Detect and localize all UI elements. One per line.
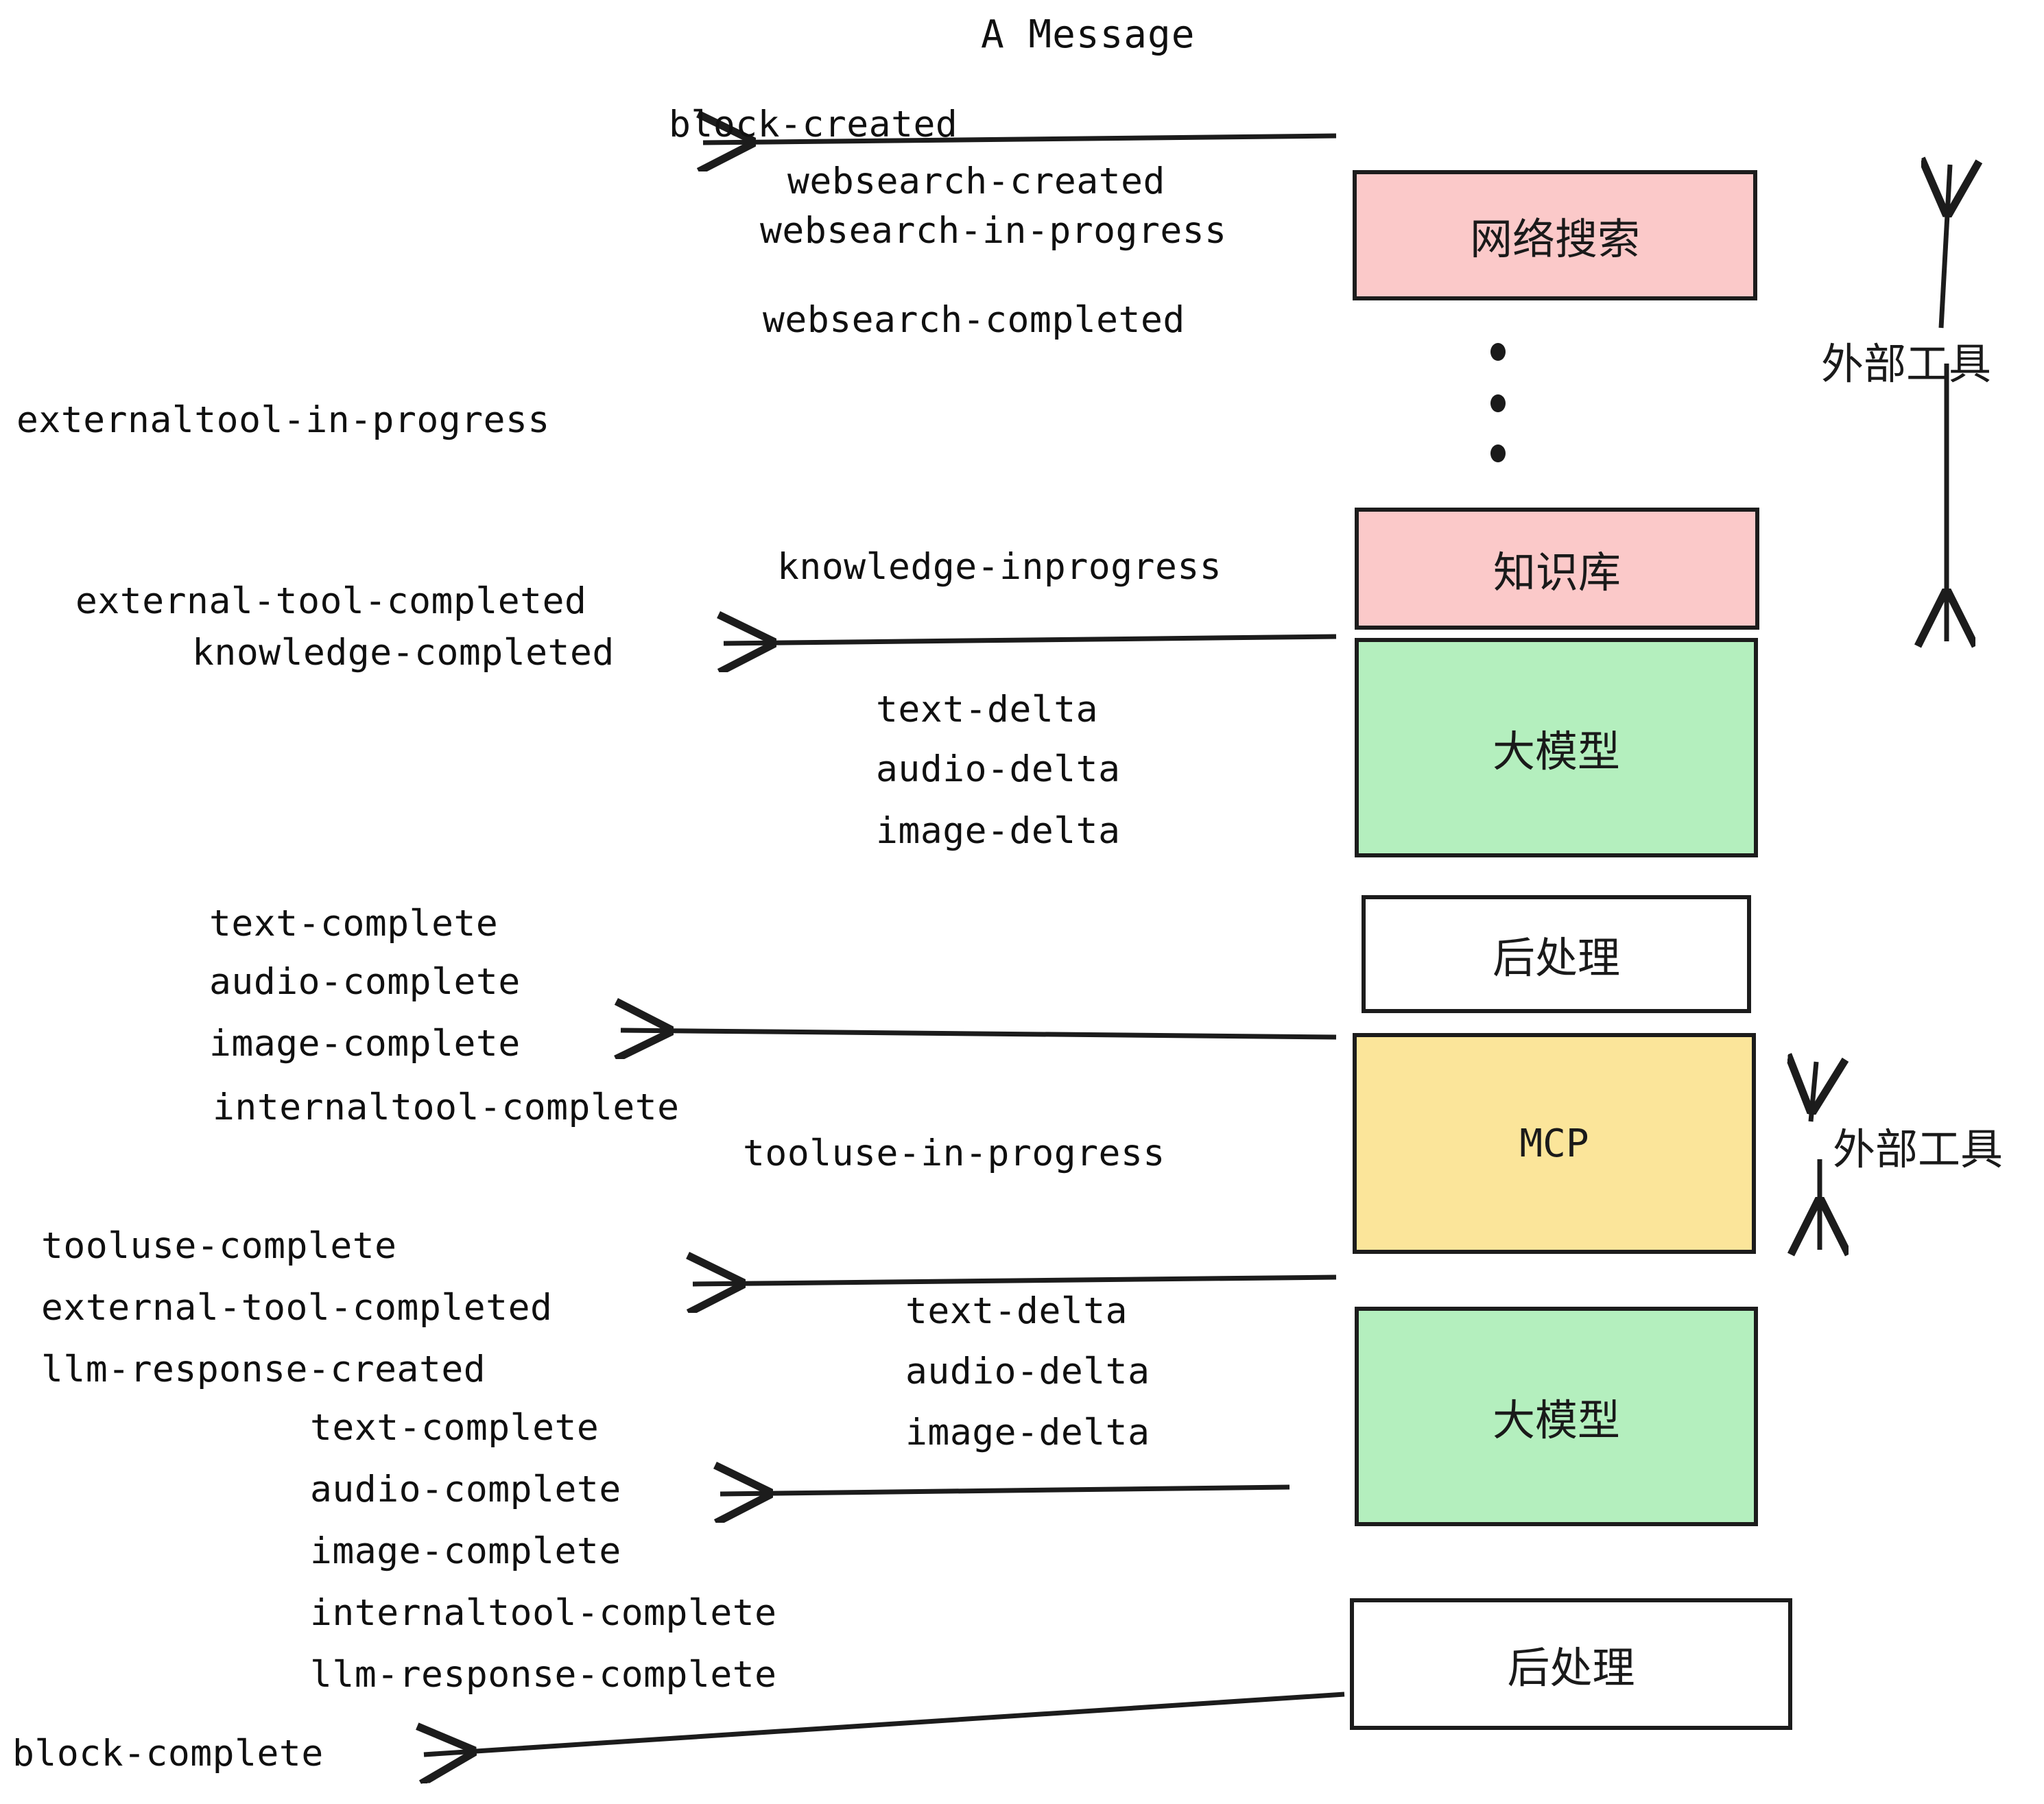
- event-external-tool-completed-2: external-tool-completed: [41, 1287, 553, 1329]
- arrow-llm-to-audio-complete: [720, 1487, 1290, 1494]
- node-mcp[interactable]: MCP: [1353, 1033, 1756, 1254]
- event-text-complete-2: text-complete: [310, 1407, 599, 1449]
- arrow-external-tools-up-bottom: [1811, 1062, 1816, 1122]
- ellipsis-dot: [1490, 444, 1506, 462]
- event-block-created: block-created: [669, 104, 958, 145]
- node-knowledgebase[interactable]: 知识库: [1355, 508, 1759, 630]
- event-externaltool-in-progress: externaltool-in-progress: [16, 399, 550, 441]
- event-external-tool-completed-1: external-tool-completed: [75, 580, 587, 622]
- node-label: 知识库: [1493, 547, 1621, 597]
- event-websearch-created: websearch-created: [787, 161, 1165, 202]
- arrow-post-to-block-complete: [424, 1692, 1345, 1755]
- event-tooluse-in-progress: tooluse-in-progress: [743, 1132, 1165, 1174]
- event-text-delta-2: text-delta: [905, 1290, 1128, 1332]
- node-llm-top[interactable]: 大模型: [1355, 638, 1758, 857]
- arrow-knowledge-to-label: [724, 637, 1337, 643]
- event-audio-complete-1: audio-complete: [209, 961, 521, 1003]
- event-tooluse-complete: tooluse-complete: [41, 1225, 397, 1267]
- event-image-complete-2: image-complete: [310, 1530, 621, 1572]
- event-audio-complete-2: audio-complete: [310, 1469, 621, 1510]
- node-llm-bottom[interactable]: 大模型: [1355, 1307, 1758, 1526]
- event-audio-delta-2: audio-delta: [905, 1351, 1150, 1392]
- node-postprocess-top[interactable]: 后处理: [1362, 895, 1751, 1013]
- node-label: 大模型: [1492, 726, 1620, 776]
- node-label: 网络搜索: [1469, 214, 1640, 264]
- event-llm-response-complete: llm-response-complete: [310, 1654, 777, 1696]
- node-postprocess-bottom[interactable]: 后处理: [1350, 1598, 1792, 1730]
- event-websearch-completed: websearch-completed: [763, 299, 1185, 341]
- event-knowledge-inprogress: knowledge-inprogress: [777, 546, 1222, 588]
- group-label-external-tools-top: 外部工具: [1821, 339, 1992, 389]
- node-label: MCP: [1519, 1121, 1589, 1166]
- event-image-delta-1: image-delta: [876, 810, 1121, 852]
- event-image-complete-1: image-complete: [209, 1023, 521, 1065]
- ellipsis-dot: [1490, 394, 1506, 412]
- event-audio-delta-1: audio-delta: [876, 748, 1121, 790]
- node-label: 大模型: [1492, 1395, 1620, 1445]
- event-llm-response-created: llm-response-created: [41, 1349, 486, 1390]
- node-websearch[interactable]: 网络搜索: [1353, 170, 1757, 300]
- event-text-complete-1: text-complete: [209, 903, 499, 945]
- event-internaltool-complete-1: internaltool-complete: [213, 1087, 680, 1128]
- event-image-delta-2: image-delta: [905, 1412, 1150, 1453]
- arrow-mcp-to-image-complete: [621, 1030, 1337, 1037]
- group-label-external-tools-bottom: 外部工具: [1833, 1124, 2004, 1174]
- arrow-external-tools-up-top: [1941, 165, 1950, 329]
- event-websearch-in-progress: websearch-in-progress: [760, 210, 1227, 252]
- event-block-complete: block-complete: [12, 1733, 324, 1775]
- page-title: A Message: [981, 12, 1196, 57]
- event-knowledge-completed: knowledge-completed: [192, 632, 615, 674]
- node-label: 后处理: [1492, 933, 1620, 983]
- event-internaltool-complete-2: internaltool-complete: [310, 1592, 777, 1634]
- ellipsis-dot: [1490, 343, 1506, 361]
- arrow-mcp-to-tooluse: [693, 1277, 1337, 1284]
- node-label: 后处理: [1507, 1643, 1635, 1693]
- event-text-delta-1: text-delta: [876, 689, 1099, 731]
